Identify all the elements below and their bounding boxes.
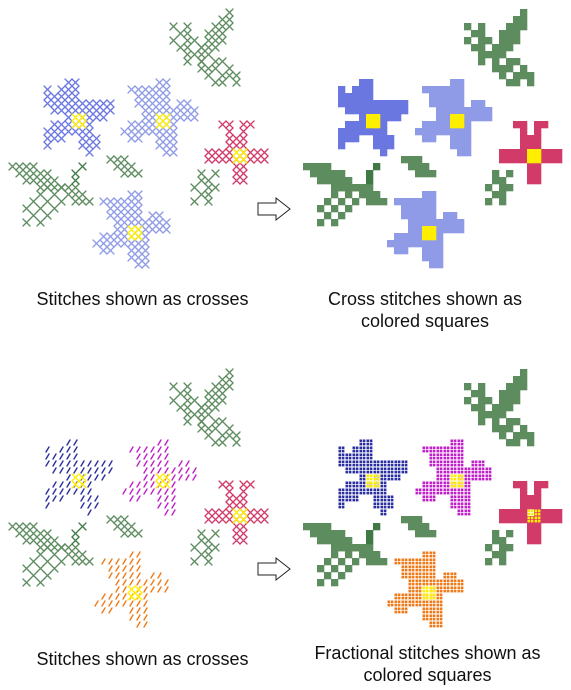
flower-blue-a [44,79,114,156]
leaf-left-3 [58,544,93,565]
leaf-top-3 [198,58,240,86]
bottom-right-caption-line-1: Fractional stitches shown as [290,642,565,664]
top-arrow-icon [258,198,290,220]
leaf-top-1 [170,23,205,65]
flower-blue-b-center [450,114,464,128]
top-right-colored-squares-illustration [303,9,562,268]
leaf-right [485,170,513,205]
bottom-left-caption: Stitches shown as crosses [10,648,275,670]
flower-pink-center [233,149,247,163]
leaf-left-1 [303,523,359,551]
leaf-right [191,170,219,205]
flower-blue-c [388,552,464,628]
flower-blue-c-center [423,587,436,600]
leaf-top-3 [492,58,534,86]
top-left-cross-stitch-illustration [9,9,268,268]
bottom-right-fractional-squares-illustration [303,369,562,627]
bottom-right-caption: Fractional stitches shown as colored squ… [290,642,565,686]
flower-pink-center [527,149,541,163]
leaf-top-2 [198,369,233,425]
stem [72,163,86,184]
flower-blue-b-center [451,475,464,488]
flower-blue-c-center [422,226,436,240]
leaf-left-1 [303,163,359,191]
leaf-top-3 [198,418,240,446]
flower-blue-b [416,440,492,516]
leaf-top-3 [492,418,534,446]
bottom-right-caption-line-2: colored squares [290,664,565,686]
bottom-arrow-icon [258,558,290,580]
leaf-top-1 [170,383,205,425]
bottom-left-cross-stitch-illustration [9,369,268,627]
stem [366,523,380,544]
leaf-left-1 [9,523,65,551]
top-right-caption-line-1: Cross stitches shown as [290,288,560,310]
stem [366,163,380,184]
leaf-mid [401,516,436,537]
leaf-right [485,530,513,565]
leaf-left-1 [9,163,65,191]
leaf-right [191,530,219,565]
stem [72,523,86,544]
flower-blue-a-center [72,114,86,128]
flower-pink-center [233,509,247,523]
leaf-mid [107,516,142,537]
leaf-mid [107,156,142,177]
flower-blue-a-center [72,474,86,488]
top-right-caption: Cross stitches shown as colored squares [290,288,560,332]
leaf-top-2 [492,369,527,425]
flower-blue-a-center [366,114,380,128]
flower-blue-a [46,440,112,515]
flower-blue-a-center [367,475,380,488]
flower-blue-c-center [128,226,142,240]
top-right-caption-line-2: colored squares [290,310,560,332]
flower-blue-a [339,440,408,516]
flower-blue-b-center [156,114,170,128]
flower-blue-b-center [156,474,170,488]
leaf-mid [401,156,436,177]
flower-blue-c-center [128,586,142,600]
leaf-top-2 [492,9,527,65]
leaf-left-3 [58,184,93,205]
leaf-top-2 [198,9,233,65]
top-left-caption: Stitches shown as crosses [10,288,275,310]
